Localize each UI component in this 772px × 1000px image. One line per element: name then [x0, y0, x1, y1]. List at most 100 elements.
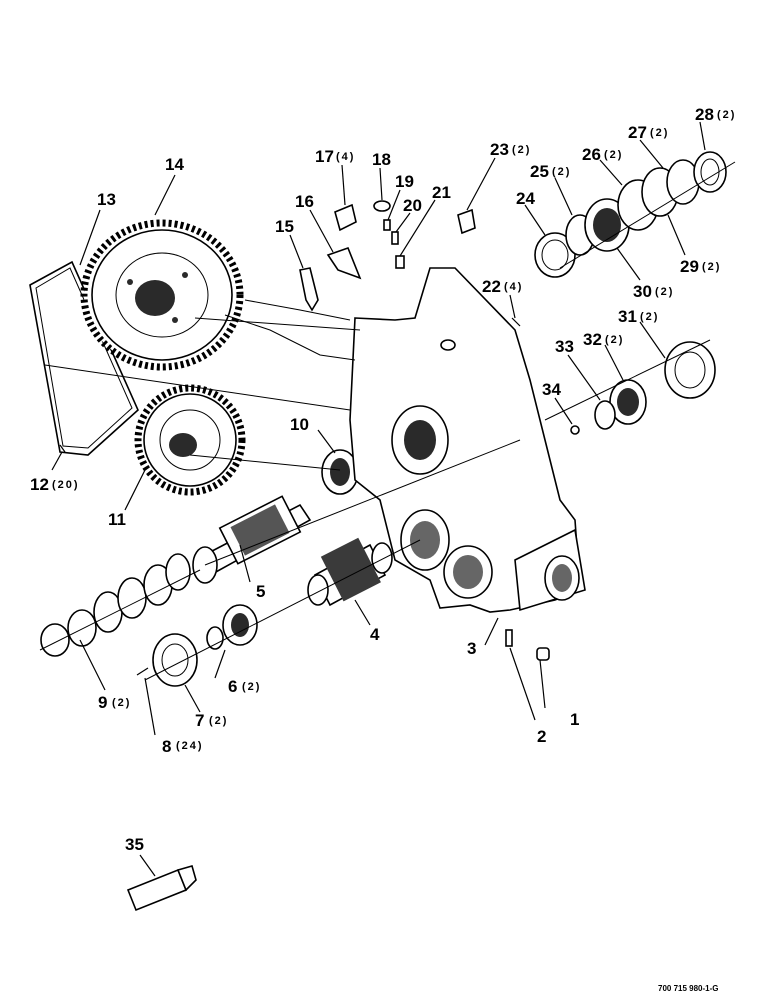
assembly-lines [39, 161, 736, 681]
part-20-fitting[interactable] [391, 231, 399, 245]
callout-6-qty: (2) [242, 681, 261, 693]
callout-12-label: 12 [30, 475, 49, 494]
part-10-bearing[interactable] [321, 449, 359, 495]
callout-9-qty: (2) [112, 697, 131, 709]
part-16-bracket[interactable] [326, 246, 362, 280]
callout-1-label: 1 [570, 710, 579, 729]
callout-17-qty: (4) [336, 151, 355, 163]
callout-25-label: 25 [530, 162, 549, 181]
callout-10-label: 10 [290, 415, 309, 434]
callout-31-label: 31 [618, 307, 637, 326]
callout-7: 7 (2) [195, 711, 226, 730]
part-22-bolt[interactable] [511, 317, 521, 327]
callout-24: 24 [516, 189, 535, 208]
callout-3: 3 [467, 639, 476, 658]
part-5-splined-shaft[interactable] [192, 495, 312, 584]
callout-30-label: 30 [633, 282, 652, 301]
callout-15-label: 15 [275, 217, 294, 236]
callout-18: 18 [372, 150, 391, 169]
callout-2: 2 [537, 727, 546, 746]
callout-13: 13 [97, 190, 116, 209]
callout-leaders [51, 121, 706, 877]
part-23-clip[interactable] [457, 208, 476, 235]
part-33-shim[interactable] [594, 400, 616, 430]
part-21-fitting[interactable] [395, 255, 405, 269]
callout-11-label: 11 [108, 510, 126, 529]
part-2-fitting[interactable] [505, 629, 513, 647]
callout-33: 33 [555, 337, 574, 356]
callout-15: 15 [275, 217, 294, 236]
callout-23-label: 23 [490, 140, 509, 159]
part-9-seal-rings[interactable] [40, 553, 191, 657]
callout-7-label: 7 [195, 711, 204, 730]
callout-27-label: 27 [628, 123, 647, 142]
part-1-plug[interactable] [536, 647, 550, 661]
callout-16-label: 16 [295, 192, 314, 211]
part-12-bolt[interactable] [59, 444, 66, 453]
callout-17-label: 17 [315, 147, 334, 166]
callout-2-label: 2 [537, 727, 546, 746]
callout-21: 21 [432, 183, 451, 202]
callout-34-label: 34 [542, 380, 561, 399]
callout-29-label: 29 [680, 257, 699, 276]
part-3-gearbox-housing[interactable] [349, 267, 586, 613]
callout-26: 26 (2) [582, 145, 623, 164]
callout-30: 30 (2) [633, 282, 674, 301]
callout-17: 17 (4) [315, 147, 355, 166]
part-11-small-gear[interactable] [134, 384, 246, 496]
part-13-cover-gasket[interactable] [29, 260, 139, 456]
callout-20-label: 20 [403, 196, 422, 215]
callout-29: 29 (2) [680, 257, 721, 276]
callout-22: 22 (4) [482, 277, 521, 296]
callout-18-label: 18 [372, 150, 391, 169]
callout-32: 32 (2) [583, 330, 622, 349]
callout-28-qty: (2) [717, 109, 736, 121]
part-4-pinion-gear[interactable] [307, 537, 393, 607]
part-19-spacer[interactable] [383, 219, 391, 231]
callout-19: 19 [395, 172, 414, 191]
callout-14: 14 [165, 155, 184, 174]
part-35-sealant-tube[interactable] [126, 865, 197, 912]
callout-27-qty: (2) [650, 127, 669, 139]
callout-9-label: 9 [98, 693, 107, 712]
callout-4: 4 [370, 625, 380, 644]
part-34-fitting[interactable] [570, 425, 580, 435]
callout-8: 8 (24) [162, 737, 204, 756]
callout-28-label: 28 [695, 105, 714, 124]
part-6-bearing[interactable] [206, 604, 258, 650]
callout-25: 25 (2) [530, 162, 571, 181]
callout-11: 11 [108, 510, 126, 529]
callout-32-label: 32 [583, 330, 602, 349]
callout-22-label: 22 [482, 277, 501, 296]
part-17-clip[interactable] [334, 203, 357, 232]
callout-26-qty: (2) [604, 149, 623, 161]
callout-3-label: 3 [467, 639, 476, 658]
callout-23-qty: (2) [512, 144, 531, 156]
part-14-large-gear[interactable] [80, 219, 244, 371]
callout-16: 16 [295, 192, 314, 211]
callout-29-qty: (2) [702, 261, 721, 273]
callout-12: 12 (20) [30, 475, 78, 494]
callout-25-qty: (2) [552, 166, 571, 178]
callout-30-qty: (2) [655, 286, 674, 298]
part-31-end-cap[interactable] [664, 341, 716, 399]
part-15-bracket[interactable] [299, 267, 319, 312]
callout-6: 6 (2) [228, 677, 261, 696]
callout-8-qty: (24) [176, 740, 204, 752]
callout-35: 35 [125, 835, 144, 854]
callout-14-label: 14 [165, 155, 184, 174]
part-7-end-cap[interactable] [152, 633, 198, 687]
callout-1: 1 [570, 710, 579, 729]
callout-26-label: 26 [582, 145, 601, 164]
callout-33-label: 33 [555, 337, 574, 356]
callout-13-label: 13 [97, 190, 116, 209]
part-8-bolt[interactable] [136, 667, 149, 676]
callout-6-label: 6 [228, 677, 237, 696]
part-28-seal[interactable] [693, 151, 727, 193]
callout-5-label: 5 [256, 582, 265, 601]
callout-4-label: 4 [370, 625, 380, 644]
part-18-knob[interactable] [373, 200, 391, 212]
part-24-bearing-cup[interactable] [534, 232, 576, 278]
callout-9: 9 (2) [98, 693, 131, 712]
